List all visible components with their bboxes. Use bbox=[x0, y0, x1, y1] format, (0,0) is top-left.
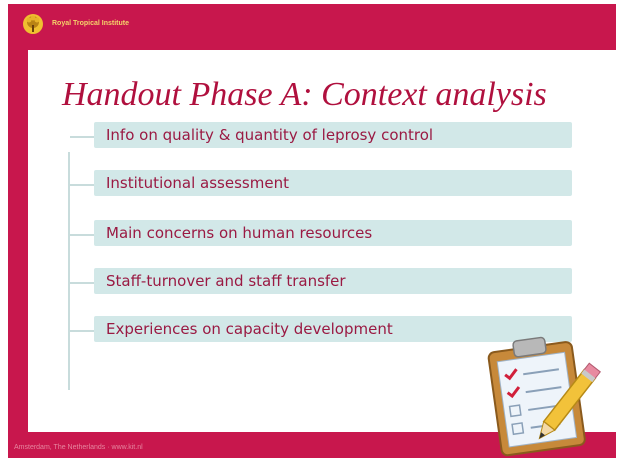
slide-footer: Amsterdam, The Netherlands · www.kit.nl bbox=[14, 444, 143, 451]
item-label: Experiences on capacity development bbox=[106, 320, 393, 338]
list-connector-line bbox=[68, 152, 70, 390]
item-connector bbox=[70, 184, 94, 186]
item-connector bbox=[70, 282, 94, 284]
org-name: Royal Tropical Institute bbox=[52, 20, 130, 27]
item-label: Staff-turnover and staff transfer bbox=[106, 272, 346, 290]
item-connector bbox=[70, 136, 94, 138]
item-box: Staff-turnover and staff transfer bbox=[94, 268, 572, 294]
item-box: Institutional assessment bbox=[94, 170, 572, 196]
item-box: Info on quality & quantity of leprosy co… bbox=[94, 122, 572, 148]
item-connector bbox=[70, 330, 94, 332]
slide-header-bar: Royal Tropical Institute bbox=[8, 4, 616, 50]
slide-title: Handout Phase A: Context analysis bbox=[62, 76, 547, 113]
item-box: Main concerns on human resources bbox=[94, 220, 572, 246]
tree-logo-icon bbox=[23, 14, 43, 34]
item-label: Institutional assessment bbox=[106, 174, 289, 192]
item-connector bbox=[70, 234, 94, 236]
slide-content-area: Handout Phase A: Context analysis Info o… bbox=[28, 50, 616, 457]
item-label: Info on quality & quantity of leprosy co… bbox=[106, 126, 434, 144]
presentation-slide: Royal Tropical Institute Handout Phase A… bbox=[8, 4, 616, 458]
clipboard-pencil-icon bbox=[487, 336, 601, 457]
item-box: Experiences on capacity development bbox=[94, 316, 572, 342]
item-label: Main concerns on human resources bbox=[106, 224, 373, 242]
